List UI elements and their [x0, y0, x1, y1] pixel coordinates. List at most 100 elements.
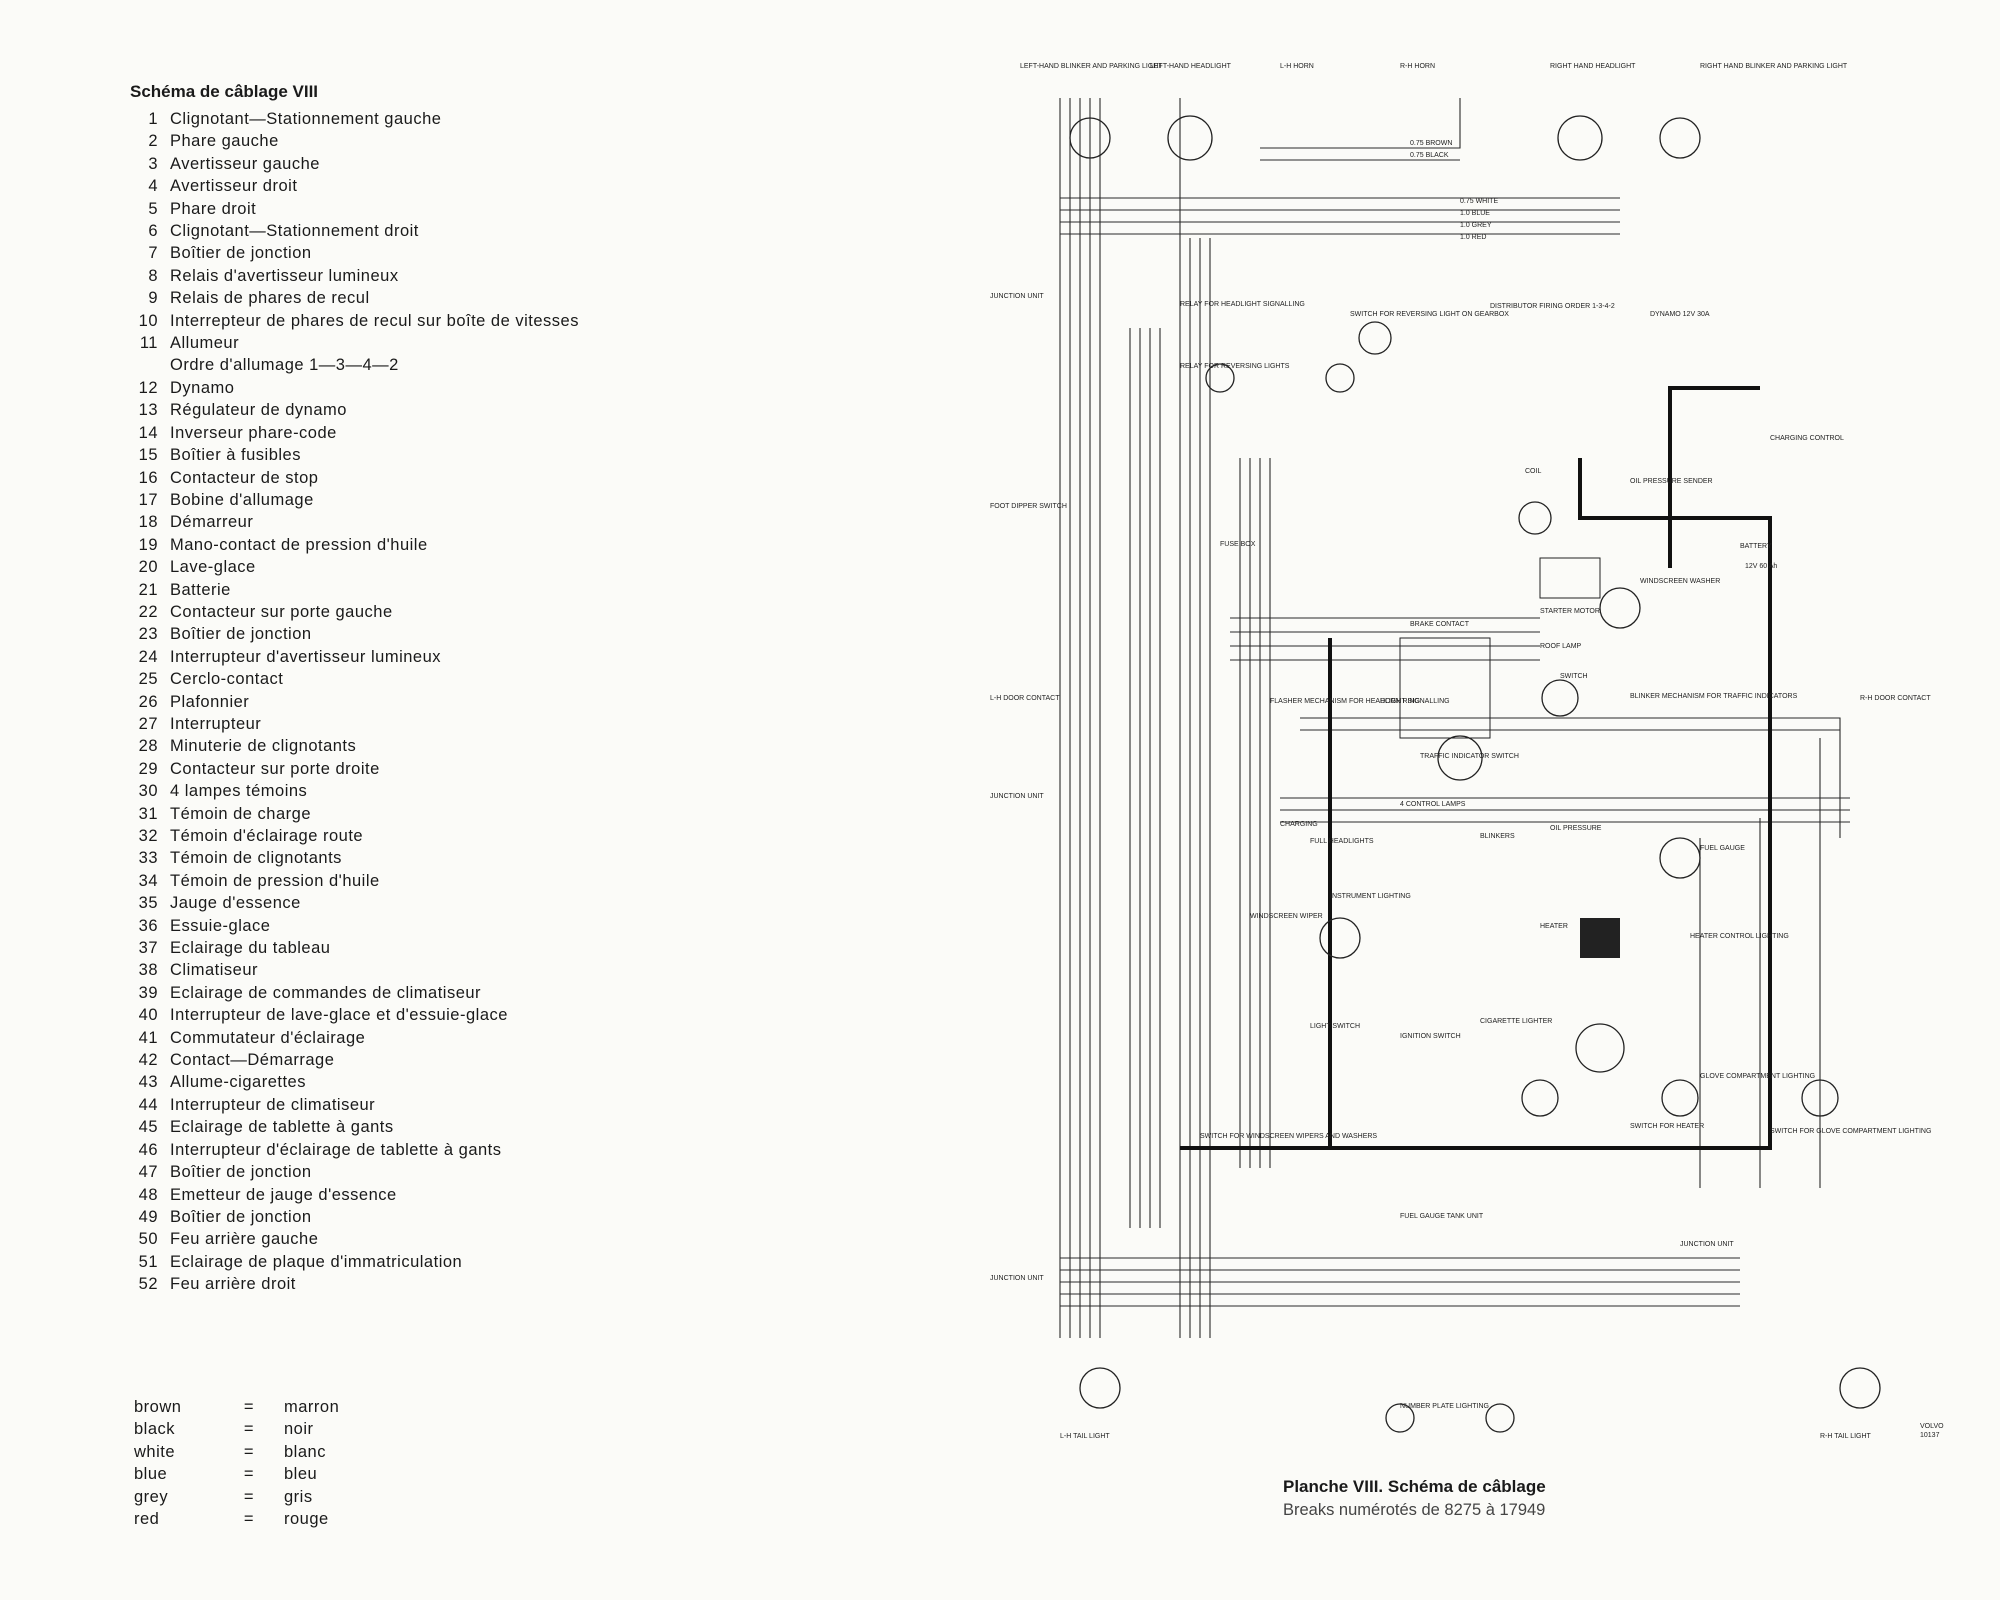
color-french: blanc: [284, 1442, 326, 1461]
battery-symbol: [1539, 557, 1601, 599]
legend-item-label: Eclairage du tableau: [170, 939, 331, 958]
label-traffic-switch: TRAFFIC INDICATOR SWITCH: [1420, 753, 1519, 760]
legend-item-number: 44: [138, 1095, 158, 1114]
label-brake-contact: BRAKE CONTACT: [1410, 621, 1470, 628]
legend-item-number: 27: [138, 714, 158, 733]
legend-item-text: Contacteur sur porte droite: [170, 758, 588, 780]
legend-item: 7 Boîtier de jonction: [128, 242, 588, 264]
legend-item-text: Essuie-glace: [170, 915, 588, 937]
legend-item-label: Relais de phares de recul: [170, 289, 370, 308]
legend-item-number: 2: [148, 132, 158, 151]
legend-item-text: Témoin de charge: [170, 803, 588, 825]
legend-item-label: Dynamo: [170, 378, 235, 397]
legend-item-label: Témoin de charge: [170, 804, 311, 823]
label-oil-pressure: OIL PRESSURE: [1550, 825, 1602, 832]
legend-item-label: Clignotant—Stationnement droit: [170, 222, 419, 241]
label-foot-dipper: FOOT DIPPER SWITCH: [990, 503, 1067, 510]
color-french: gris: [284, 1487, 313, 1506]
label-glove-switch: SWITCH FOR GLOVE COMPARTMENT LIGHTING: [1770, 1128, 1931, 1135]
legend-item-label: Allumeur: [170, 334, 240, 353]
label-relay-headlight: RELAY FOR HEADLIGHT SIGNALLING: [1180, 301, 1305, 308]
legend-item: 31 Témoin de charge: [128, 803, 588, 825]
legend-item-text: Boîtier de jonction: [170, 242, 588, 264]
legend-item-number: 34: [138, 871, 158, 890]
legend-item-number: 31: [138, 804, 158, 823]
color-equals: =: [243, 1442, 255, 1461]
label-roof-lamp: ROOF LAMP: [1540, 643, 1582, 650]
legend-item-number: 7: [148, 244, 158, 263]
label-fuse-box: FUSE BOX: [1220, 541, 1256, 548]
bus-label-grey: 1.0 GREY: [1460, 222, 1492, 229]
legend-item-number: 23: [138, 625, 158, 644]
legend-item-text: Interrepteur de phares de recul sur boît…: [170, 310, 588, 332]
legend-item-label: Contacteur de stop: [170, 468, 319, 487]
legend-item-number: 49: [138, 1207, 158, 1226]
legend-item-label: Essuie-glace: [170, 916, 271, 935]
legend-item-number: 38: [138, 961, 158, 980]
legend-item-text: Feu arrière gauche: [170, 1228, 588, 1250]
legend-item-number: 8: [148, 266, 158, 285]
label-switch: SWITCH: [1560, 673, 1588, 680]
legend-item-number: 47: [138, 1163, 158, 1182]
legend-item-label: Eclairage de tablette à gants: [170, 1118, 394, 1137]
label-oil-sender: OIL PRESSURE SENDER: [1630, 478, 1713, 485]
legend-item-label: Interrepteur de phares de recul sur boît…: [170, 311, 579, 330]
legend-item-number: 24: [138, 647, 158, 666]
legend-item-label: Témoin d'éclairage route: [170, 827, 364, 845]
legend-item-number: 13: [138, 401, 158, 420]
color-row: black=noir: [134, 1418, 339, 1440]
legend-item-text: Climatiseur: [170, 959, 588, 981]
legend-item-label: Emetteur de jauge d'essence: [170, 1185, 397, 1204]
legend-item-label: Régulateur de dynamo: [170, 401, 347, 420]
color-row: blue=bleu: [134, 1463, 339, 1485]
legend-item-text: Témoin de clignotants: [170, 847, 588, 869]
legend-item-number: 46: [138, 1140, 158, 1159]
legend-item-label: Interrupteur d'avertisseur lumineux: [170, 647, 442, 666]
label-junction-unit-23: JUNCTION UNIT: [990, 793, 1044, 800]
color-french: noir: [284, 1420, 314, 1439]
legend-item-number: 51: [138, 1252, 158, 1271]
label-fuel-tank-unit: FUEL GAUGE TANK UNIT: [1400, 1213, 1484, 1220]
legend-item-label: 4 lampes témoins: [170, 782, 308, 801]
label-battery-spec: 12V 60 Ah: [1745, 563, 1777, 570]
label-full-headlights: FULL HEADLIGHTS: [1310, 838, 1374, 845]
legend-item-sublabel: Ordre d'allumage 1—3—4—2: [170, 356, 399, 375]
legend-item-label: Jauge d'essence: [170, 894, 301, 913]
color-english: brown: [134, 1398, 182, 1416]
legend-item-label: Commutateur d'éclairage: [170, 1028, 366, 1047]
label-coil: COIL: [1525, 468, 1541, 475]
legend-item-label: Feu arrière gauche: [170, 1230, 319, 1249]
legend-item-label: Boîtier à fusibles: [170, 446, 301, 465]
legend-item-number: 25: [138, 670, 158, 689]
legend-item-text: Contact—Démarrage: [170, 1049, 588, 1071]
legend-item-number: 50: [138, 1230, 158, 1249]
legend-item-number: 15: [138, 446, 158, 465]
legend-item-label: Témoin de pression d'huile: [170, 871, 380, 890]
legend-item-number: 40: [138, 1006, 158, 1025]
legend-item-number: 14: [138, 423, 158, 442]
legend-item-label: Batterie: [170, 580, 231, 599]
legend-item-label: Eclairage de commandes de climatiseur: [170, 983, 482, 1002]
legend-item-text: Phare droit: [170, 198, 588, 220]
color-french: bleu: [284, 1465, 318, 1484]
legend-item-number: 43: [138, 1073, 158, 1092]
legend-item-number: 28: [138, 737, 158, 756]
label-starter: STARTER MOTOR: [1540, 608, 1600, 615]
color-english: blue: [134, 1465, 168, 1484]
legend-item-label: Avertisseur droit: [170, 177, 298, 196]
